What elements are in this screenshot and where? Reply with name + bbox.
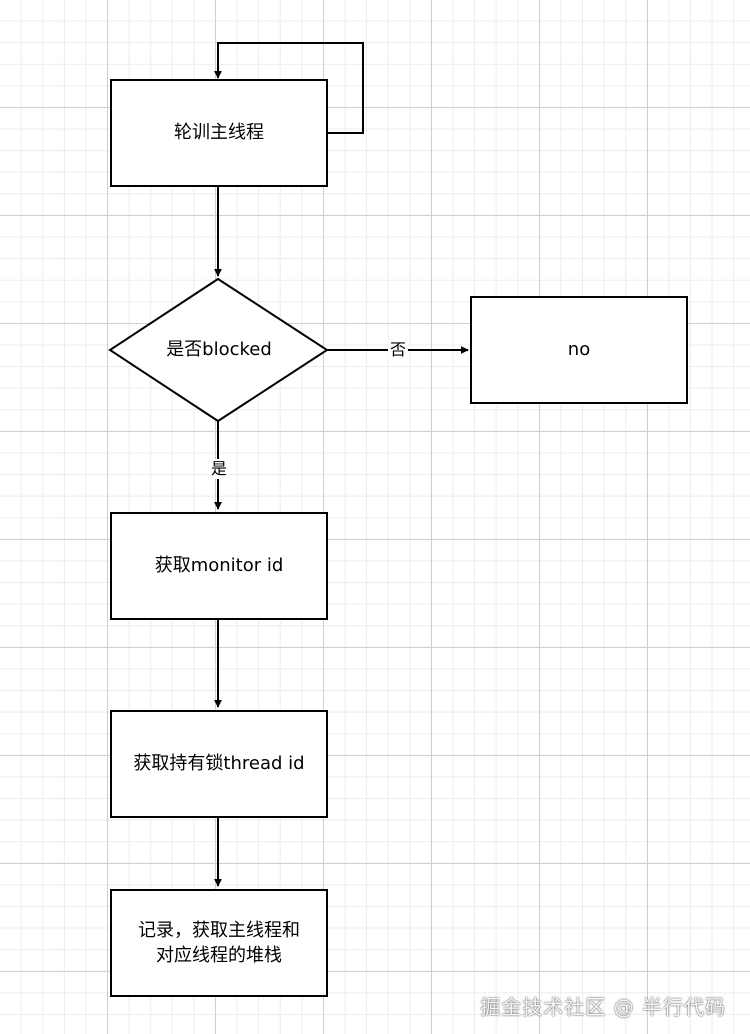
edge-label-yes: 是 — [209, 459, 230, 479]
node-get-lock-holder-thread-id[interactable]: 获取持有锁thread id — [110, 710, 328, 818]
node-label: 获取monitor id — [154, 555, 284, 577]
node-label: no — [567, 339, 591, 361]
node-get-monitor-id[interactable]: 获取monitor id — [110, 512, 328, 620]
watermark: 掘金技术社区 @ 半行代码 — [480, 995, 726, 1019]
node-poll-main-thread[interactable]: 轮训主线程 — [110, 79, 328, 187]
node-no[interactable]: no — [470, 296, 688, 404]
node-label: 是否blocked — [166, 339, 272, 361]
self-loop-arrow — [214, 42, 364, 134]
edge-label-no: 否 — [388, 340, 409, 360]
node-is-blocked[interactable]: 是否blocked — [110, 279, 328, 421]
node-label: 记录，获取主线程和 对应线程的堆栈 — [138, 919, 300, 966]
node-label: 获取持有锁thread id — [133, 753, 305, 775]
node-record-stacks[interactable]: 记录，获取主线程和 对应线程的堆栈 — [110, 889, 328, 997]
node-label: 轮训主线程 — [174, 122, 264, 144]
